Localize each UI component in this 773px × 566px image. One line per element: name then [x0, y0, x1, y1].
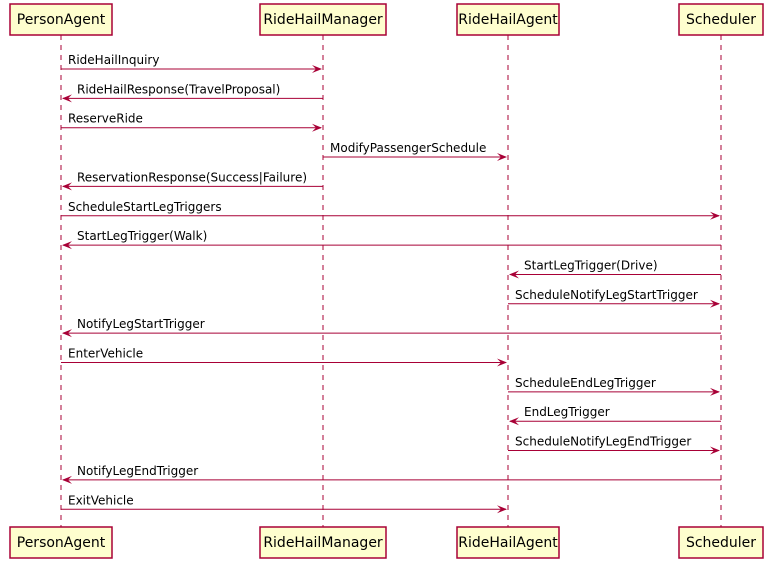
arrowhead [62, 94, 72, 103]
message-1: RideHailInquiry [61, 53, 322, 73]
message-label: StartLegTrigger(Drive) [524, 258, 658, 272]
arrowhead [62, 241, 72, 250]
participant-label: Scheduler [686, 12, 756, 28]
message-6: ScheduleStartLegTriggers [61, 200, 720, 220]
message-5: ReservationResponse(Success|Failure) [62, 170, 323, 191]
message-label: ScheduleEndLegTrigger [515, 376, 656, 390]
participant-scheduler-top: Scheduler [678, 3, 764, 36]
arrowhead [497, 358, 507, 367]
arrowhead [509, 270, 519, 279]
message-11: EnterVehicle [61, 347, 507, 367]
participant-person-bottom: PersonAgent [9, 526, 113, 559]
arrowhead [312, 65, 322, 73]
participant-box [9, 3, 113, 36]
message-8: StartLegTrigger(Drive) [509, 258, 721, 279]
participant-label: RideHailAgent [458, 12, 558, 28]
message-label: RideHailInquiry [68, 53, 159, 67]
message-7: StartLegTrigger(Walk) [62, 229, 721, 250]
message-label: ModifyPassengerSchedule [330, 141, 486, 155]
message-label: ScheduleNotifyLegStartTrigger [515, 288, 698, 302]
arrowhead [710, 387, 720, 396]
message-label: ReservationResponse(Success|Failure) [77, 170, 307, 184]
arrowhead [509, 417, 519, 426]
participant-label: RideHailAgent [458, 535, 558, 551]
arrowhead [710, 299, 720, 308]
participant-box [9, 526, 113, 559]
arrowhead [710, 211, 720, 220]
message-16: ExitVehicle [61, 493, 507, 514]
message-2: RideHailResponse(TravelProposal) [62, 82, 323, 103]
message-label: EnterVehicle [68, 347, 143, 361]
message-label: ScheduleNotifyLegEndTrigger [515, 435, 691, 449]
message-label: NotifyLegEndTrigger [77, 464, 198, 478]
message-9: ScheduleNotifyLegStartTrigger [508, 288, 720, 308]
arrowhead [62, 475, 72, 484]
message-label: NotifyLegStartTrigger [77, 317, 205, 331]
arrowhead [62, 182, 72, 191]
participant-manager-bottom: RideHailManager [259, 526, 387, 559]
arrowhead [62, 329, 72, 338]
arrowhead [312, 123, 322, 132]
message-14: ScheduleNotifyLegEndTrigger [508, 435, 720, 455]
arrowhead [497, 505, 507, 514]
participant-label: RideHailManager [263, 12, 383, 28]
participant-box [678, 3, 764, 36]
message-label: StartLegTrigger(Walk) [77, 229, 207, 243]
participant-label: PersonAgent [17, 12, 106, 28]
message-13: EndLegTrigger [509, 405, 721, 426]
participant-manager-top: RideHailManager [259, 3, 387, 36]
message-label: ExitVehicle [68, 493, 134, 507]
message-3: ReserveRide [61, 112, 322, 132]
message-4: ModifyPassengerSchedule [323, 141, 507, 162]
message-label: EndLegTrigger [524, 405, 610, 419]
participant-box [259, 3, 387, 36]
arrowhead [497, 153, 507, 162]
message-12: ScheduleEndLegTrigger [508, 376, 720, 396]
message-15: NotifyLegEndTrigger [62, 464, 721, 484]
message-label: ScheduleStartLegTriggers [68, 200, 222, 214]
participant-label: RideHailManager [263, 535, 383, 551]
participant-agent-top: RideHailAgent [456, 3, 560, 36]
participant-scheduler-bottom: Scheduler [678, 526, 764, 559]
arrowhead [710, 446, 720, 455]
message-label: ReserveRide [68, 112, 143, 126]
participant-label: Scheduler [686, 535, 756, 551]
participant-box [678, 526, 764, 559]
message-10: NotifyLegStartTrigger [62, 317, 721, 338]
participant-agent-bottom: RideHailAgent [456, 526, 560, 559]
message-label: RideHailResponse(TravelProposal) [77, 82, 280, 96]
participant-box [456, 526, 560, 559]
participant-box [456, 3, 560, 36]
participant-label: PersonAgent [17, 535, 106, 551]
participant-person-top: PersonAgent [9, 3, 113, 36]
participant-box [259, 526, 387, 559]
